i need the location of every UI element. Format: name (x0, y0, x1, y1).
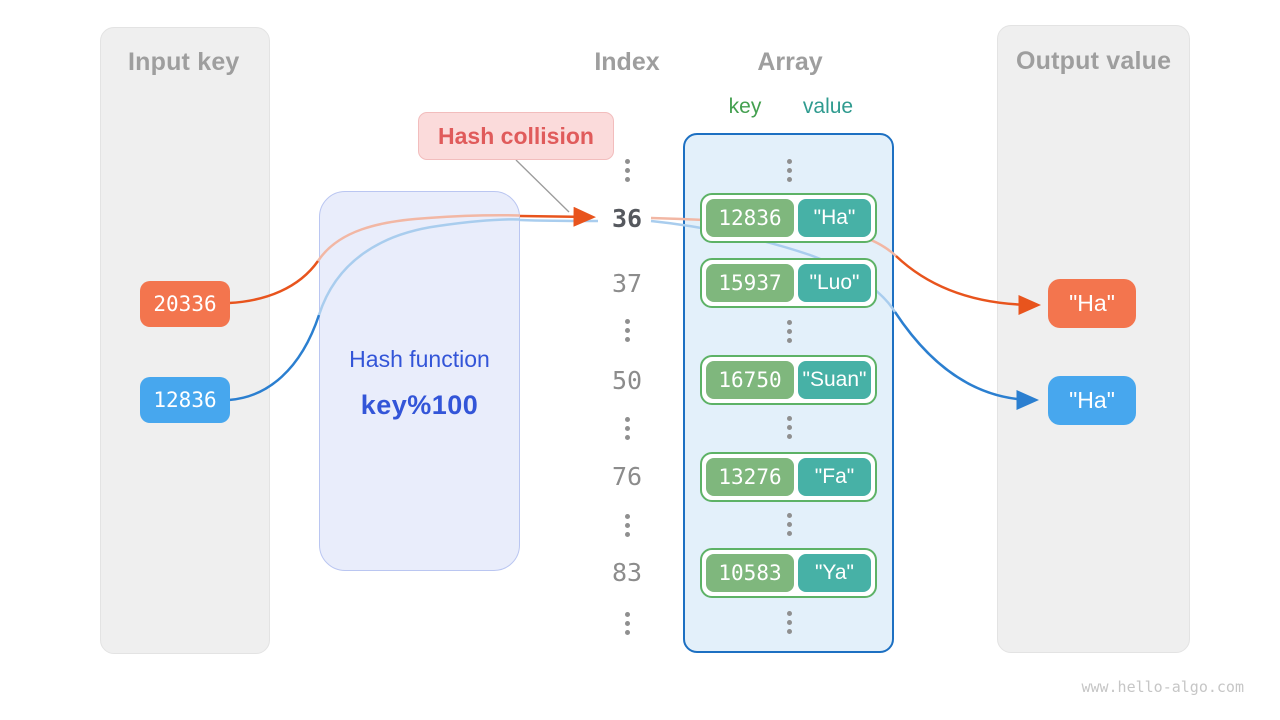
vertical-ellipsis (560, 514, 694, 537)
input-key-panel (100, 27, 270, 654)
index-37: 37 (611, 269, 643, 298)
hash-function-title: Hash function (349, 346, 490, 372)
vertical-ellipsis (722, 513, 856, 536)
pair-value-badge: "Luo" (798, 264, 871, 302)
pair-value-badge: "Ya" (798, 554, 871, 592)
pair-key-badge: 10583 (706, 554, 794, 592)
vertical-ellipsis (722, 416, 856, 439)
hash-collision-callout: Hash collision (418, 112, 614, 160)
vertical-ellipsis (560, 319, 694, 342)
pair-value-badge: "Suan" (798, 361, 871, 399)
output-panel-title: Output value (1016, 47, 1172, 75)
pair-key-badge: 16750 (706, 361, 794, 399)
table-row: 10583 "Ya" (700, 548, 877, 598)
watermark: www.hello-algo.com (1081, 678, 1244, 696)
key-column-label: key (728, 95, 762, 118)
vertical-ellipsis (722, 159, 856, 182)
pair-value-badge: "Fa" (798, 458, 871, 496)
index-83: 83 (611, 558, 643, 587)
pair-key-badge: 15937 (706, 264, 794, 302)
input-panel-title: Input key (128, 48, 240, 76)
hash-function-box (319, 191, 520, 571)
table-row: 12836 "Ha" (700, 193, 877, 243)
output-value-badge-blue: "Ha" (1048, 376, 1136, 425)
pair-key-badge: 12836 (706, 199, 794, 237)
table-row: 13276 "Fa" (700, 452, 877, 502)
index-76: 76 (611, 462, 643, 491)
vertical-ellipsis (560, 417, 694, 440)
value-column-label: value (802, 95, 854, 118)
index-column-header: Index (594, 48, 660, 76)
pair-value-badge: "Ha" (798, 199, 871, 237)
vertical-ellipsis (560, 612, 694, 635)
index-36: 36 (611, 204, 643, 233)
pair-key-badge: 13276 (706, 458, 794, 496)
input-key-badge-12836: 12836 (140, 377, 230, 423)
vertical-ellipsis (722, 320, 856, 343)
table-row: 15937 "Luo" (700, 258, 877, 308)
vertical-ellipsis (560, 159, 694, 182)
output-value-panel (997, 25, 1190, 653)
hash-function-formula: key%100 (360, 390, 479, 420)
output-value-badge-orange: "Ha" (1048, 279, 1136, 328)
table-row: 16750 "Suan" (700, 355, 877, 405)
input-key-badge-20336: 20336 (140, 281, 230, 327)
index-50: 50 (611, 366, 643, 395)
array-column-header: Array (757, 48, 823, 76)
vertical-ellipsis (722, 611, 856, 634)
